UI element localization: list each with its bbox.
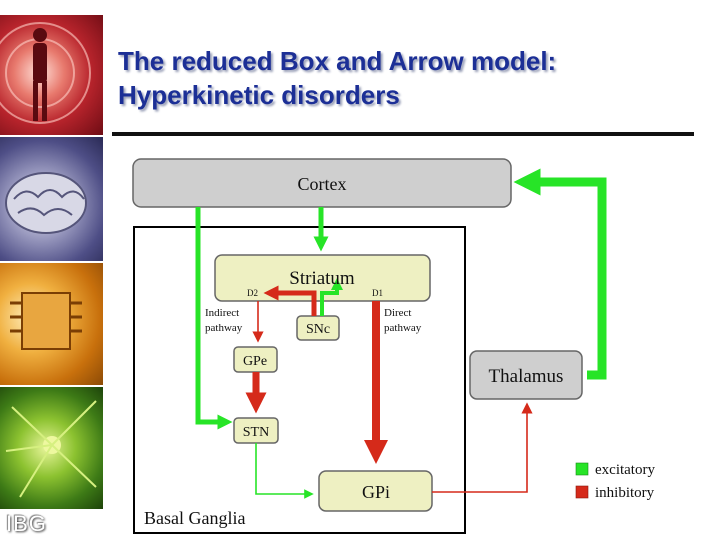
- legend-inhibitory-swatch: [575, 485, 589, 499]
- cortex-to-stn-arrow: [195, 207, 233, 430]
- neuron-image: [0, 387, 103, 509]
- human-figure-image: [0, 15, 103, 135]
- thalamus-to-cortex-arrow: [513, 168, 607, 380]
- striatum-label: Striatum: [289, 268, 355, 289]
- snc-to-d2-arrow: [263, 285, 317, 316]
- legend-excitatory-swatch: [575, 462, 589, 476]
- indirect-pathway-line2: pathway: [205, 322, 243, 334]
- stn-label: STN: [243, 425, 269, 440]
- ibg-logo: IBG: [6, 511, 47, 536]
- thalamus-box: [469, 350, 583, 400]
- brain-image: [0, 137, 103, 261]
- basal-ganglia-frame: [133, 226, 466, 534]
- gpi-box: [318, 470, 433, 512]
- d1-label: D1: [372, 288, 383, 298]
- gpe-label: GPe: [243, 354, 267, 369]
- direct-pathway-line2: pathway: [384, 322, 422, 334]
- legend-excitatory-label: excitatory: [595, 462, 655, 478]
- title-divider: [112, 132, 694, 136]
- snc-label: SNc: [306, 322, 330, 337]
- sidebar-decoration: IBG: [0, 0, 103, 539]
- basal-ganglia-label: Basal Ganglia: [144, 508, 245, 528]
- legend-inhibitory-label: inhibitory: [595, 485, 655, 501]
- stn-to-gpi-arrow: [255, 443, 314, 499]
- snc-box: [296, 315, 340, 341]
- title-line-1: The reduced Box and Arrow model:: [118, 46, 557, 76]
- title-line-2: Hyperkinetic disorders: [118, 80, 400, 110]
- gpi-to-thalamus-arrow: [432, 402, 533, 493]
- slide-title: The reduced Box and Arrow model: Hyperki…: [118, 44, 708, 112]
- thalamus-label: Thalamus: [489, 366, 564, 387]
- indirect-pathway-line1: Indirect: [205, 307, 239, 319]
- cortex-label: Cortex: [298, 174, 347, 194]
- circuit-chip-image: [0, 263, 103, 385]
- snc-to-d1-arrow: [320, 278, 343, 316]
- gpi-label: GPi: [362, 482, 390, 502]
- direct-pathway-line1: Direct: [384, 307, 411, 319]
- d2-label: D2: [247, 288, 258, 298]
